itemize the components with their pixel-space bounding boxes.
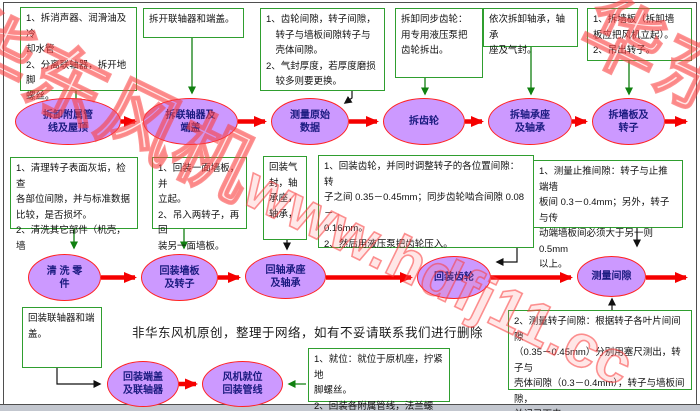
step-reinstall-gear: 回装齿轮	[417, 256, 491, 299]
step-remove-coupling-cover: 拆联轴器及 端盖	[143, 98, 238, 145]
callout-open-coupling: 拆开联轴器和端盖。	[143, 8, 244, 38]
arrow-callout-l	[56, 368, 102, 388]
step-remove-gear: 拆齿轮	[383, 98, 465, 145]
step-measure-initial-data: 测量原始 数据	[271, 98, 349, 145]
step-fan-position-pipes: 风机就位 回装管线	[202, 361, 283, 407]
step-measure-clearance: 测量间隙	[577, 256, 646, 297]
callout-reinstall-wallplate: 1、回装一面墙板，并 立起。 2、吊入两转子，再回 装另一面墙板。	[152, 157, 247, 252]
step-reinstall-cover-coupling: 回装端盖 及联轴器	[107, 361, 179, 407]
callout-clearance-check: 1、齿轮间隙，转子间隙， 转子与墙板间隙转子与 壳体间隙。 2、气封厚度，若厚度…	[260, 8, 385, 91]
callout-reinstall-coupling: 回装联轴器和端 盖。	[22, 307, 102, 368]
callout-clean-rotor: 1、清理转子表面灰垢，检查 各部位间隙，并与标准数据 比较，是否损坏。 2、清洗…	[10, 157, 138, 252]
callout-reinstall-seals: 回装气 封，轴 承座， 轴承，	[263, 156, 307, 240]
step-remove-pipes-roof: 拆卸附属管 线及屋顶	[15, 98, 121, 145]
callout-fan-positioning: 1、就位：就位于原机座，拧紧地 脚螺丝。 2、回装各附属管线，法兰螺丝。	[308, 348, 450, 411]
callout-remove-accessories: 1、拆消声器、润滑油及冷 却水管 2、分离联轴器，拆开地脚 螺丝。 3、吊出风机…	[20, 7, 137, 117]
callout-measure-thrust-gap: 1、测量止推间隙：转子与止推端墙 板间 0.3－0.4mm；另外，转子与传 动端…	[533, 160, 683, 270]
step-clean-parts: 清 洗 零 件	[28, 254, 101, 301]
callout-remove-bearings: 依次拆卸轴承，轴承 座及气封。	[483, 8, 578, 56]
callout-remove-sync-gear: 拆卸同步齿轮： 用专用液压泵把 齿轮拆出。	[395, 8, 483, 78]
callout-reinstall-gear: 1、回装齿轮，并同时调整转子的各位置间隙：转 子之间 0.35－0.45mm；同…	[318, 155, 534, 250]
disclaimer-note: 非华东风机原创，整理于网络，如有不妥请联系我们进行删除	[132, 326, 484, 340]
red-flow-arrows	[101, 116, 688, 390]
step-remove-wallplate-rotor: 拆墙板及 转子	[592, 98, 665, 145]
step-remove-bearing-seat: 拆轴承座 及轴承	[488, 98, 572, 145]
step-reinstall-wallplate-rotor: 回装墙板 及转子	[141, 254, 218, 301]
black-callout-arrows	[56, 91, 641, 388]
arrow-callout-j	[495, 248, 518, 266]
arrow-callout-c	[343, 91, 353, 104]
window-bottom-edge	[0, 404, 700, 411]
callout-remove-wallplate: 1、拆墙板（拆卸墙 板应把风机立起）。 2、吊出转子。	[587, 8, 692, 61]
step-reinstall-bearing-seat: 回轴承座 及轴承	[245, 254, 326, 299]
callout-measure-rotor-gap: 2、测量转子间隙：根据转子各叶片间间隙 （0.35－0.45mm）分别用塞尺测出…	[508, 310, 692, 411]
